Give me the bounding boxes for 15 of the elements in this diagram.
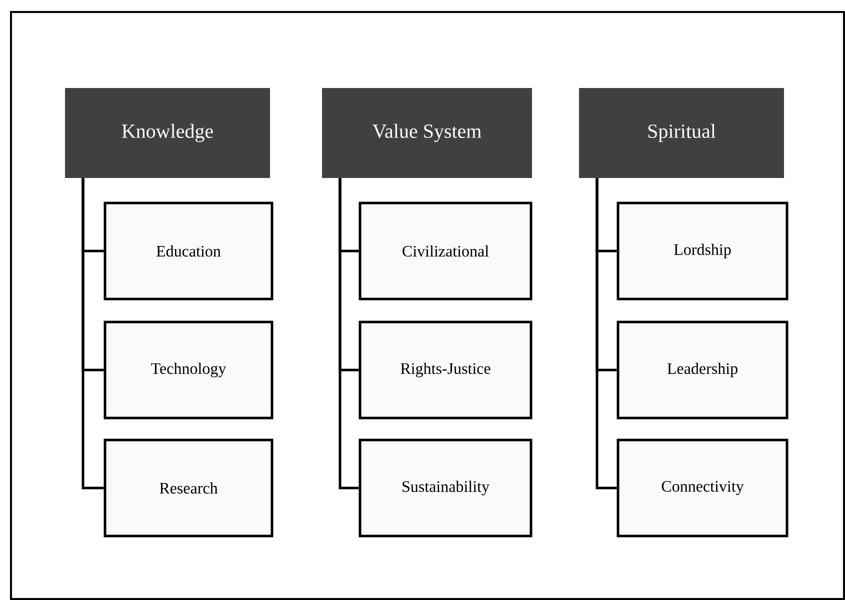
item-box: Civilizational <box>358 202 532 300</box>
item-box: Connectivity <box>616 438 788 538</box>
item-box: Leadership <box>616 320 788 420</box>
connector-line <box>338 178 359 490</box>
item-box: Rights-Justice <box>358 320 532 420</box>
header-box: Value System <box>322 88 532 178</box>
item-box: Education <box>104 202 274 300</box>
item-box: Research <box>104 438 274 538</box>
connector-line <box>82 178 104 490</box>
item-box: Sustainability <box>358 438 532 538</box>
header-box: Knowledge <box>65 88 270 178</box>
item-box: Technology <box>104 320 274 420</box>
item-box: Lordship <box>616 202 788 300</box>
header-box: Spiritual <box>579 88 784 178</box>
connector-line <box>596 178 617 490</box>
